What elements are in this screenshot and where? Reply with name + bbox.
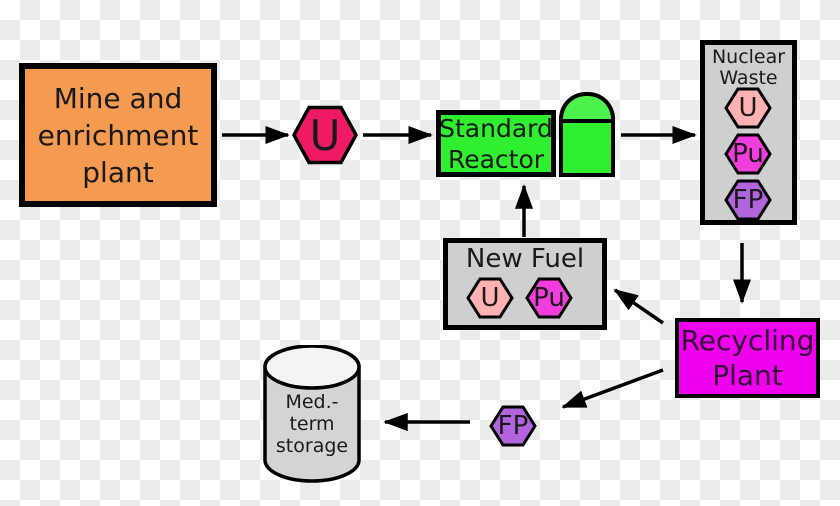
hexagon-icon <box>724 179 772 221</box>
standard-reactor-label: Standard Reactor <box>439 113 553 174</box>
arrow-recycling-to-fp <box>561 368 664 409</box>
fission-products-hexagon: FP <box>489 405 537 447</box>
mine-enrichment-plant-label: Mine and enrichment plant <box>37 81 199 189</box>
waste-plutonium-hexagon: Pu <box>724 133 772 175</box>
hexagon-icon <box>724 87 772 129</box>
waste-uranium-label: U <box>738 93 758 123</box>
standard-reactor-box: Standard Reactor <box>436 110 556 177</box>
waste-uranium-hexagon: U <box>724 87 772 129</box>
waste-fission-products-hexagon: FP <box>724 179 772 221</box>
new-fuel-plutonium-hexagon: Pu <box>525 277 573 319</box>
hexagon-icon <box>466 277 514 319</box>
nuclear-waste-title: Nuclear Waste <box>711 46 786 89</box>
storage-label: Med.-term storage <box>275 391 349 457</box>
hexagon-icon <box>292 105 358 165</box>
uranium-hexagon-label: U <box>309 110 341 160</box>
reactor-tower-icon <box>559 119 615 177</box>
uranium-hexagon: U <box>292 105 358 165</box>
new-fuel-box: New Fuel <box>443 238 607 330</box>
hexagon-icon <box>489 405 537 447</box>
reactor-dome-icon <box>559 92 615 119</box>
fission-products-label: FP <box>497 411 529 441</box>
waste-fission-products-label: FP <box>732 185 764 215</box>
new-fuel-plutonium-label: Pu <box>533 283 565 313</box>
recycling-plant-label: Recycling Plant <box>680 324 815 392</box>
recycling-plant-box: Recycling Plant <box>675 318 820 398</box>
new-fuel-uranium-hexagon: U <box>466 277 514 319</box>
hexagon-icon <box>724 133 772 175</box>
new-fuel-uranium-label: U <box>480 283 500 313</box>
hexagon-icon <box>525 277 573 319</box>
storage-cylinder-icon <box>263 345 361 483</box>
mine-enrichment-plant-box: Mine and enrichment plant <box>19 63 217 207</box>
arrow-recycling-to-newfuel <box>613 288 664 325</box>
waste-plutonium-label: Pu <box>732 139 764 169</box>
new-fuel-title: New Fuel <box>465 244 585 274</box>
